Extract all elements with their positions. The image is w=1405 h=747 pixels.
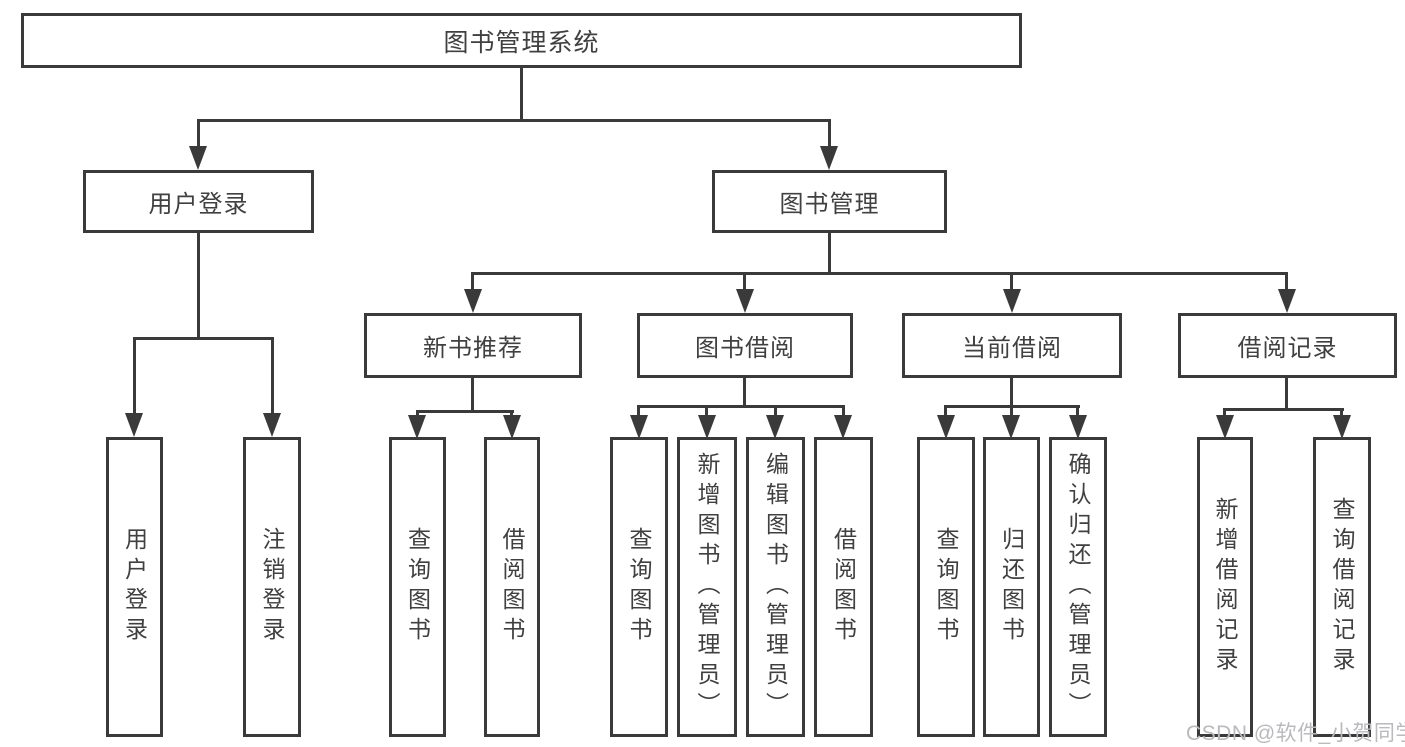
leaf-query-books-1: 查询图书 [389, 437, 446, 737]
node-user-login: 用户登录 [83, 170, 314, 233]
connector-current-borrow-stem [1010, 378, 1013, 405]
node-book-borrowing: 图书借阅 [637, 313, 853, 378]
arrow-down-icon [1002, 415, 1020, 439]
connector-user-login-stem [197, 233, 200, 337]
connector-borrow-records-stem [1285, 378, 1288, 408]
connector-borrow-records-rail [1223, 408, 1344, 411]
node-current-borrowing: 当前借阅 [902, 313, 1122, 378]
node-new-book-recommend: 新书推荐 [364, 313, 582, 378]
connector-new-book-rec-stem [471, 378, 474, 410]
connector-drop-borrow-books-2 [842, 405, 845, 415]
connector-drop-logout-leaf [271, 337, 274, 415]
connector-drop-borrow-books-1 [510, 410, 513, 415]
node-book-management-system: 图书管理系统 [21, 13, 1022, 68]
leaf-user-login: 用户登录 [106, 437, 163, 737]
connector-drop-query-books-2 [637, 405, 640, 415]
arrow-down-icon [937, 415, 955, 439]
leaf-borrow-books-2: 借阅图书 [814, 437, 873, 737]
connector-book-mgmt-rail [471, 272, 1288, 275]
connector-drop-user-login-leaf [133, 337, 136, 415]
leaf-borrow-books-1: 借阅图书 [484, 437, 540, 737]
node-borrowing-records: 借阅记录 [1178, 313, 1397, 378]
arrow-down-icon [766, 415, 784, 439]
connector-drop-current-borrow [1010, 272, 1013, 291]
arrow-down-icon [698, 415, 716, 439]
connector-drop-borrow-records [1285, 272, 1288, 291]
connector-root-stem [520, 68, 523, 119]
leaf-add-borrow-record: 新增借阅记录 [1197, 437, 1253, 737]
arrow-down-icon [736, 289, 754, 313]
leaf-query-borrow-record: 查询借阅记录 [1313, 437, 1371, 737]
leaf-return-books: 归还图书 [983, 437, 1040, 737]
arrow-down-icon [1333, 415, 1351, 439]
connector-book-borrow-rail [637, 405, 844, 408]
connector-drop-book-borrow [743, 272, 746, 291]
connector-drop-book-mgmt [828, 119, 831, 148]
arrow-down-icon [408, 415, 426, 439]
connector-drop-add-record [1223, 408, 1226, 415]
leaf-query-books-2: 查询图书 [610, 437, 668, 737]
leaf-logout: 注销登录 [243, 437, 301, 737]
leaf-edit-books-admin: 编辑图书（管理员） [746, 437, 805, 737]
leaf-confirm-return-admin: 确认归还（管理员） [1049, 437, 1107, 737]
connector-new-book-rec-rail [416, 410, 514, 413]
arrow-down-icon [1216, 415, 1234, 439]
connector-drop-query-books-3 [944, 405, 947, 415]
arrow-down-icon [125, 413, 143, 437]
leaf-query-books-3: 查询图书 [917, 437, 975, 737]
connector-drop-edit-books [774, 405, 777, 415]
connector-drop-query-books-1 [416, 410, 419, 415]
leaf-add-books-admin: 新增图书（管理员） [677, 437, 737, 737]
connector-book-mgmt-stem [828, 233, 831, 272]
arrow-down-icon [1069, 415, 1087, 439]
arrow-down-icon [1003, 289, 1021, 313]
arrow-down-icon [503, 415, 521, 439]
connector-drop-query-record [1340, 408, 1343, 415]
connector-drop-user-login [197, 119, 200, 148]
connector-root-rail [197, 119, 831, 122]
connector-drop-return-books [1010, 405, 1013, 415]
arrow-down-icon [464, 289, 482, 313]
connector-user-login-rail [133, 337, 274, 340]
arrow-down-icon [263, 413, 281, 437]
csdn-watermark: CSDN @软件_小贺同学 [1186, 722, 1405, 745]
arrow-down-icon [820, 146, 838, 170]
node-book-management: 图书管理 [712, 170, 947, 233]
arrow-down-icon [189, 146, 207, 170]
connector-drop-confirm-return [1076, 405, 1079, 415]
connector-drop-add-books [705, 405, 708, 415]
arrow-down-icon [1278, 289, 1296, 313]
arrow-down-icon [834, 415, 852, 439]
connector-book-borrow-stem [743, 378, 746, 405]
arrow-down-icon [630, 415, 648, 439]
connector-drop-new-book-rec [471, 272, 474, 291]
